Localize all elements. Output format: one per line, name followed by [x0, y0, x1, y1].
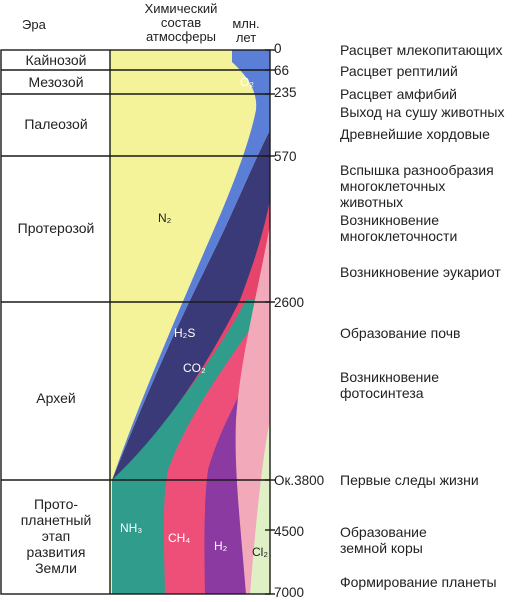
gas-label-cl2: Cl₂ — [252, 545, 268, 559]
era-cenozoic: Кайнозой — [25, 52, 87, 68]
era-paleozoic: Палеозой — [24, 116, 88, 132]
era-archean: Архей — [36, 390, 76, 406]
grid — [0, 49, 271, 595]
event-eukaryotes: Возникновение эукариот — [340, 264, 501, 280]
gas-label-o2: O₂ — [240, 75, 254, 89]
tick-4500: 4500 — [274, 524, 305, 539]
tick-marks — [265, 49, 275, 595]
event-amphibians: Расцвет амфибий — [340, 86, 457, 102]
tick-3800: Ок.3800 — [274, 473, 325, 488]
era-mesozoic: Мезозой — [28, 74, 84, 90]
gas-label-nh3: NH₃ — [120, 521, 143, 535]
event-chordates: Древнейшие хордовые — [340, 126, 490, 142]
band-h2s — [112, 130, 270, 480]
tick-570: 570 — [274, 149, 297, 164]
band-cl2 — [250, 420, 270, 594]
gas-label-h2s: H₂S — [174, 326, 196, 340]
tick-235: 235 — [274, 85, 297, 100]
band-o2 — [112, 50, 270, 480]
event-photosynthesis: Возникновение фотосинтеза — [340, 369, 439, 401]
event-reptiles: Расцвет рептилий — [340, 63, 458, 79]
gas-label-ch4: CH₄ — [168, 531, 191, 545]
event-crust: Образование земной коры — [340, 524, 427, 556]
event-multicellularity: Возникновение многоклеточности — [340, 212, 458, 244]
gas-label-co2: CO₂ — [183, 361, 206, 375]
event-land-animals: Выход на сушу животных — [340, 104, 505, 120]
era-protoplanetary: Прото- планетный этап развития Земли — [20, 496, 92, 576]
event-diversity-burst: Вспышка разнообразия многоклеточных живо… — [340, 162, 494, 210]
event-soils: Образование почв — [340, 325, 461, 341]
tick-0: 0 — [274, 41, 282, 56]
tick-66: 66 — [274, 63, 290, 78]
era-proterozoic: Протерозой — [17, 220, 95, 236]
event-mammals: Расцвет млекопитающих — [340, 42, 503, 58]
tick-2600: 2600 — [274, 295, 305, 310]
gas-label-h2: H₂ — [214, 539, 228, 553]
header-time: млн. лет — [232, 16, 260, 45]
event-planet: Формирование планеты — [340, 574, 497, 590]
header-composition: Химический состав атмосферы — [144, 1, 218, 44]
tick-7000: 7000 — [274, 585, 305, 600]
event-first-life: Первые следы жизни — [340, 472, 479, 488]
header-era: Эра — [22, 17, 46, 32]
gas-label-n2: N₂ — [158, 211, 172, 225]
